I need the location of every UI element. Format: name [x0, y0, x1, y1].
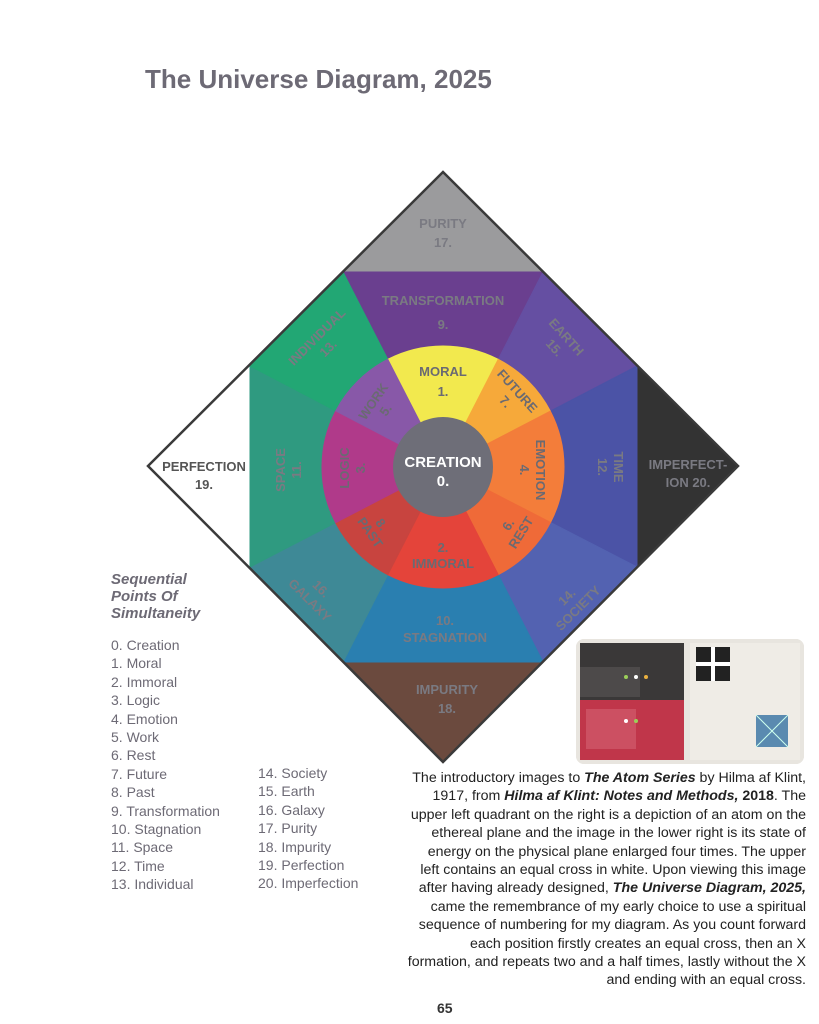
perfection-num: 19. — [195, 477, 213, 492]
sequence-item: 18. Impurity — [258, 838, 332, 855]
transformation-num: 9. — [438, 317, 449, 332]
caption-text: . The upper left quadrant on the right i… — [410, 788, 806, 897]
sequence-item: 5. Work — [111, 729, 159, 746]
corner-left-perfection — [148, 366, 250, 567]
sequence-item: 0. Creation — [111, 637, 180, 653]
inner-wedge-logic — [321, 410, 445, 524]
space-label: SPACE — [273, 448, 288, 492]
caption-text: came the remembrance of my early choice … — [407, 898, 806, 989]
logic-num: 3. — [353, 463, 368, 474]
immoral-label: IMMORAL — [412, 556, 474, 571]
sequence-item: 6. Rest — [111, 747, 156, 764]
purity-label: PURITY — [419, 216, 467, 231]
sequence-item: 14. Society — [258, 765, 328, 781]
moral-label: MORAL — [419, 364, 467, 379]
sequence-item: 1. Moral — [111, 655, 162, 672]
space-num: 11. — [289, 461, 304, 478]
page-number: 65 — [437, 1000, 453, 1016]
logic-label: LOGIC — [337, 447, 352, 489]
caption-title-universe-diagram: The Universe Diagram, 2025, — [612, 880, 806, 897]
sequence-item: 19. Perfection — [258, 857, 345, 874]
inner-wedge-moral — [387, 345, 499, 469]
atom-series-image — [576, 639, 804, 764]
impurity-num: 18. — [438, 701, 456, 716]
corner-top-purity — [343, 172, 543, 272]
purity-num: 17. — [434, 235, 452, 250]
imperfection-num: ION 20. — [666, 475, 711, 490]
stagnation-num: 10. — [436, 613, 454, 628]
sequence-item: 7. Future — [111, 765, 168, 782]
caption-title-atom-series: The Atom Series — [584, 770, 696, 786]
sequence-item: 3. Logic — [111, 692, 161, 709]
perfection-label: PERFECTION — [162, 459, 246, 474]
corner-bottom-impurity — [343, 662, 543, 762]
sequence-item: 17. Purity — [258, 820, 318, 837]
creation-label: CREATION — [404, 454, 481, 471]
moral-num: 1. — [438, 384, 449, 399]
caption-text: by Hilma af Klint, 1917, from — [432, 770, 806, 805]
impurity-label: IMPURITY — [416, 682, 478, 697]
stagnation-label: STAGNATION — [403, 630, 487, 645]
time-num: 12. — [595, 458, 610, 476]
sequence-item: 12. Time — [111, 857, 165, 874]
creation-num: 0. — [437, 473, 450, 490]
caption-title-notes-methods: Hilma af Klint: Notes and Methods, — [504, 788, 739, 805]
imperfection-label: IMPERFECT- — [649, 457, 728, 472]
sequence-item: 8. Past — [111, 784, 155, 801]
sequence-item: 20. Imperfection — [258, 875, 359, 892]
sequence-item: 16. Galaxy — [258, 801, 325, 818]
inner-wedge-immoral — [387, 465, 499, 589]
caption-text: The introductory images to — [412, 770, 585, 786]
sequence-item: 11. Space — [111, 839, 174, 856]
sequence-heading: Sequential Points Of Simultaneity — [111, 571, 201, 622]
inner-wedge-emotion — [441, 410, 565, 524]
time-label: TIME — [611, 451, 626, 482]
emotion-label: EMOTION — [533, 440, 548, 501]
page-title: The Universe Diagram, 2025 — [145, 64, 492, 94]
sequence-item: 4. Emotion — [111, 710, 178, 727]
transformation-label: TRANSFORMATION — [382, 293, 505, 308]
sequence-item: 9. Transformation — [111, 802, 220, 819]
sequence-item: 2. Immoral — [111, 673, 178, 690]
corner-right-imperfection — [637, 366, 738, 567]
sequence-item: 13. Individual — [111, 876, 194, 893]
sequence-item: 10. Stagnation — [111, 821, 202, 838]
caption-paragraph: The introductory images to The Atom Seri… — [405, 769, 806, 990]
sequence-item: 15. Earth — [258, 783, 315, 800]
center-circle — [393, 417, 493, 517]
caption-year: 2018 — [738, 788, 774, 805]
atom-series-photo — [576, 639, 804, 764]
immoral-num: 2. — [438, 540, 449, 555]
diamond-outline — [146, 170, 740, 764]
emotion-num: 4. — [517, 465, 532, 476]
